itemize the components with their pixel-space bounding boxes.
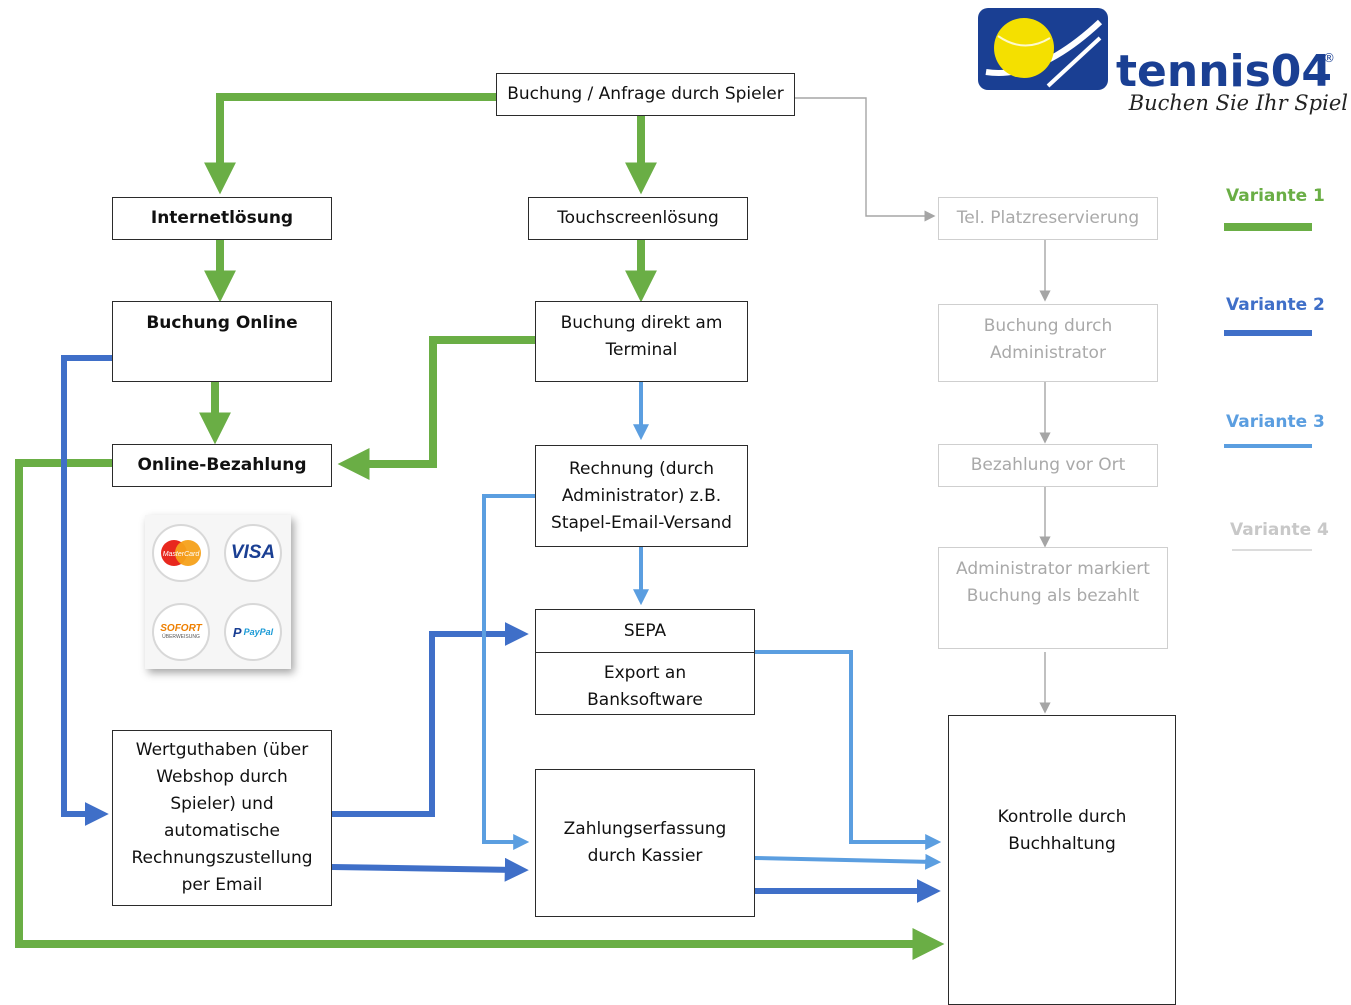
sepa-subtitle: Export an Banksoftware: [587, 663, 703, 710]
payment-methods-panel: MasterCard VISA SOFORT ÜBERWEISUNG P Pay…: [145, 515, 291, 669]
edge-start-internet: [204, 93, 497, 195]
svg-text:®: ®: [1323, 51, 1335, 65]
mastercard-icon: MasterCard: [152, 524, 210, 582]
sofort-icon: SOFORT ÜBERWEISUNG: [152, 603, 210, 661]
tennis04-logo: tennis04 ® Buchen Sie Ihr Spiel: [978, 8, 1348, 118]
sepa-title: SEPA: [623, 621, 667, 641]
edge-invoice-cashier: [482, 494, 535, 850]
visa-icon: VISA: [224, 524, 282, 582]
node-online-booking: Buchung Online: [112, 301, 332, 382]
node-touchscreen-solution: Touchscreenlösung: [528, 197, 748, 240]
node-invoice: Rechnung (durch Administrator) z.B. Stap…: [535, 445, 748, 547]
node-terminal-booking: Buchung direkt am Terminal: [535, 301, 748, 382]
legend-bar-variante-2: [1224, 330, 1312, 336]
node-credit-webshop: Wertguthaben (über Webshop durch Spieler…: [112, 730, 332, 906]
sepa-divider: [536, 652, 754, 653]
node-admin-marks-paid: Administrator markiert Buchung als bezah…: [938, 547, 1168, 649]
svg-text:Buchen Sie Ihr Spiel: Buchen Sie Ihr Spiel: [1128, 91, 1348, 115]
svg-text:MasterCard: MasterCard: [163, 551, 201, 558]
edge-start-tel: [795, 97, 936, 222]
legend-bar-variante-4: [1232, 549, 1312, 551]
edge-online-booking-credit: [61, 355, 113, 826]
svg-text:tennis04: tennis04: [1116, 46, 1332, 97]
node-cashier: Zahlungserfassung durch Kassier: [535, 769, 755, 917]
edge-cashier-accounting-light: [754, 853, 942, 870]
legend-variante-3: Variante 3: [1226, 412, 1325, 432]
legend-bar-variante-1: [1224, 223, 1312, 231]
node-accounting: Kontrolle durch Buchhaltung: [948, 715, 1176, 1005]
legend-variante-1: Variante 1: [1226, 186, 1325, 206]
legend-variante-2: Variante 2: [1226, 295, 1325, 315]
edge-credit-sepa: [332, 622, 529, 817]
node-onsite-payment: Bezahlung vor Ort: [938, 444, 1158, 487]
paypal-icon: P PayPal: [224, 603, 282, 661]
legend-variante-4: Variante 4: [1230, 520, 1329, 540]
node-online-payment: Online-Bezahlung: [112, 444, 332, 487]
node-phone-reservation: Tel. Platzreservierung: [938, 197, 1158, 240]
legend-bar-variante-3: [1224, 444, 1312, 448]
node-admin-booking: Buchung durch Administrator: [938, 304, 1158, 382]
edge-credit-cashier: [331, 857, 529, 882]
node-booking-request: Buchung / Anfrage durch Spieler: [496, 73, 795, 116]
node-sepa: SEPA Export an Banksoftware: [535, 609, 755, 715]
node-internet-solution: Internetlösung: [112, 197, 332, 240]
edge-sepa-accounting: [755, 650, 942, 850]
edge-terminal-online-payment: [337, 336, 535, 480]
